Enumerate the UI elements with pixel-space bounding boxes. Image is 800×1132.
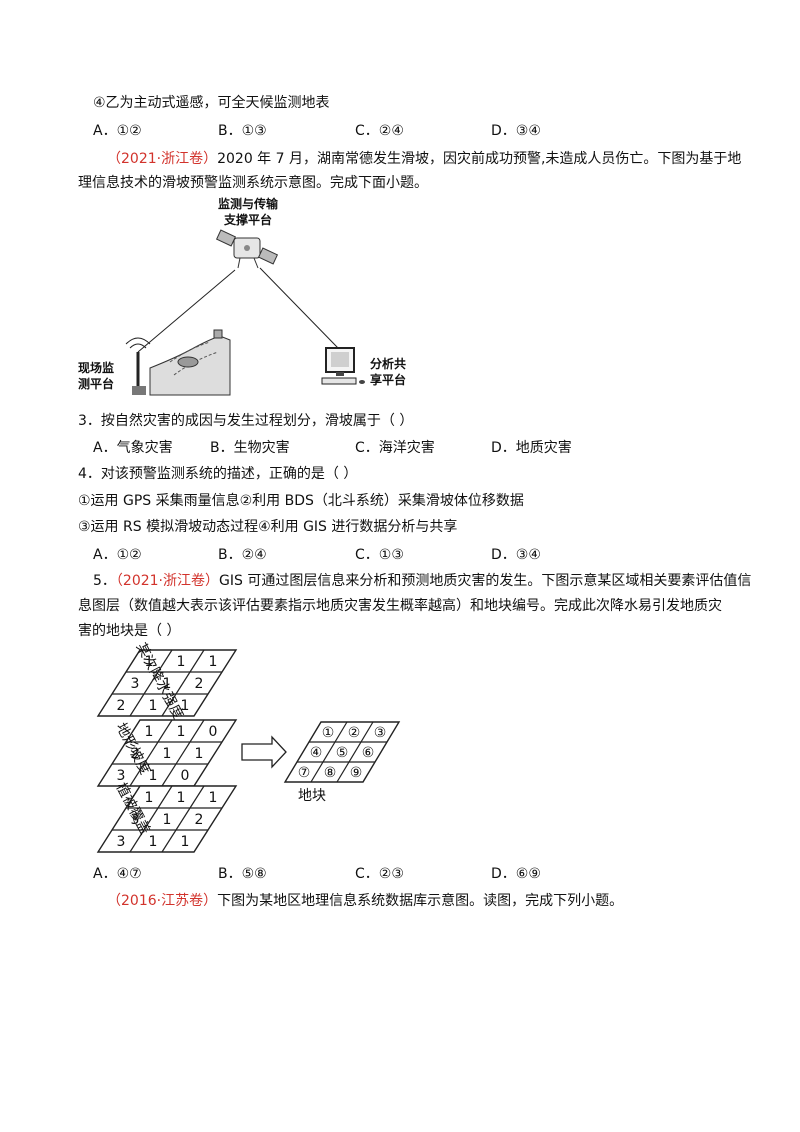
share-platform-label: 分析共 享平台 [370, 357, 407, 387]
parcel-grid-cell: ⑥ [362, 745, 375, 761]
q5-text-1: GIS 可通过图层信息来分析和预测地质灾害的发生。下图示意某区域相关要素评估值信 [219, 573, 752, 589]
parcel-grid-cell: ③ [374, 725, 387, 741]
q4-options: A．①② B．②④ C．①③ D．③④ [93, 545, 693, 565]
q3-options: A．气象灾害 B．生物灾害 C．海洋灾害 D．地质灾害 [93, 438, 693, 458]
parcel-grid-cell: ⑧ [324, 765, 337, 781]
figure-landslide-monitoring: 监测与传输 支撑平台 现场监 测平台 分析共 享平台 [70, 190, 430, 400]
layer-slope-col-line [129, 719, 173, 787]
layer-rainfall-cell: 2 [117, 698, 126, 714]
layer-slope-cell: 1 [177, 724, 186, 740]
q5-stem-line3: 害的地块是（ ） [78, 623, 181, 639]
layer-slope-col-line [161, 719, 205, 787]
q4-option-d[interactable]: D．③④ [491, 547, 541, 563]
satellite-icon [215, 229, 279, 269]
layer-vegetation-cell: 1 [181, 834, 190, 850]
layer-vegetation-cell: 1 [209, 790, 218, 806]
q3-option-b[interactable]: B．生物灾害 [210, 440, 290, 456]
q4-option-b[interactable]: B．②④ [218, 547, 267, 563]
q2-options: A．①② B．①③ C．②④ D．③④ [93, 121, 693, 141]
q4-statements-1: ①运用 GPS 采集雨量信息②利用 BDS（北斗系统）采集滑坡体位移数据 [78, 493, 524, 509]
q5-option-c[interactable]: C．②③ [355, 866, 404, 882]
intro-text-1: 2020 年 7 月，湖南常德发生滑坡，因灾前成功预警,未造成人员伤亡。下图为基… [217, 151, 742, 167]
q3-option-d[interactable]: D．地质灾害 [491, 440, 572, 456]
q5-option-b[interactable]: B．⑤⑧ [218, 866, 267, 882]
site-monitoring-label: 现场监 测平台 [78, 361, 115, 391]
parcel-grid-cell: ⑤ [336, 745, 349, 761]
layer-slope-cell: 0 [181, 768, 190, 784]
parcel-grid-cell: ② [348, 725, 361, 741]
q2-option-c[interactable]: C．②④ [355, 123, 404, 139]
layer-rainfall-cell: 1 [181, 698, 190, 714]
layer-slope-cell: 1 [149, 768, 158, 784]
q5-option-d[interactable]: D．⑥⑨ [491, 866, 541, 882]
intro-paragraph-line1: （2021·浙江卷）2020 年 7 月，湖南常德发生滑坡，因灾前成功预警,未造… [107, 149, 741, 169]
layer-rainfall-cell: 2 [195, 676, 204, 692]
landslide-slope-icon [149, 329, 231, 396]
computer-icon [321, 347, 365, 385]
q5-options: A．④⑦ B．⑤⑧ C．②③ D．⑥⑨ [93, 864, 693, 884]
layer-vegetation-col-line [129, 785, 173, 853]
q3-stem: 3．按自然灾害的成因与发生过程划分，滑坡属于（ ） [78, 413, 414, 429]
q6-text: 下图为某地区地理信息系统数据库示意图。读图，完成下列小题。 [217, 893, 624, 909]
q4-option-c[interactable]: C．①③ [355, 547, 404, 563]
q5-source: （2021·浙江卷） [115, 573, 220, 589]
layer-rainfall-cell: 1 [177, 654, 186, 670]
layer-vegetation-cell: 3 [117, 834, 126, 850]
q3-option-c[interactable]: C．海洋灾害 [355, 440, 435, 456]
parcel-grid-col-line [310, 721, 348, 783]
q5-stem-line2: 息图层（数值越大表示该评估要素指示地质灾害发生概率越高）和地块编号。完成此次降水… [78, 598, 722, 614]
q3-option-a[interactable]: A．气象灾害 [93, 440, 173, 456]
layer-slope-cell: 1 [163, 746, 172, 762]
layer-rainfall-cell: 3 [131, 676, 140, 692]
layer-slope-cell: 1 [145, 724, 154, 740]
parcel-label: 地块 [298, 788, 326, 804]
parcel-grid-cell: ⑨ [350, 765, 363, 781]
parcel-grid-col-line [336, 721, 374, 783]
layer-vegetation-cell: 1 [177, 790, 186, 806]
layer-vegetation-cell: 2 [195, 812, 204, 828]
q4-statements-2: ③运用 RS 模拟滑坡动态过程④利用 GIS 进行数据分析与共享 [78, 519, 458, 535]
q2-option-d[interactable]: D．③④ [491, 123, 541, 139]
layer-vegetation-cell: 3 [131, 812, 140, 828]
layer-slope-cell: 0 [209, 724, 218, 740]
parcel-grid-cell: ④ [310, 745, 323, 761]
q4-stem: 4．对该预警监测系统的描述，正确的是（ ） [78, 466, 358, 482]
q4-option-a[interactable]: A．①② [93, 547, 142, 563]
layer-rainfall-cell: 1 [145, 654, 154, 670]
q5-stem-line1: 5．（2021·浙江卷）GIS 可通过图层信息来分析和预测地质灾害的发生。下图示… [93, 571, 751, 591]
layer-slope-cell: 3 [117, 768, 126, 784]
q6-intro: （2016·江苏卷）下图为某地区地理信息系统数据库示意图。读图，完成下列小题。 [107, 891, 623, 911]
layer-rainfall-cell: 1 [163, 676, 172, 692]
q5-number: 5． [93, 573, 116, 589]
satellite-platform-label: 监测与传输 支撑平台 [218, 197, 279, 227]
layer-slope-cell: 1 [195, 746, 204, 762]
layer-vegetation-cell: 1 [145, 790, 154, 806]
q2-option-b[interactable]: B．①③ [218, 123, 267, 139]
q2-option-a[interactable]: A．①② [93, 123, 142, 139]
layer-rainfall-cell: 1 [209, 654, 218, 670]
layer-slope-cell: 2 [131, 746, 140, 762]
antenna-tower-icon [125, 337, 151, 395]
parcel-grid-cell: ① [322, 725, 335, 741]
intro-paragraph-line2: 理信息技术的滑坡预警监测系统示意图。完成下面小题。 [78, 175, 428, 191]
parcel-grid-cell: ⑦ [298, 765, 311, 781]
q5-option-a[interactable]: A．④⑦ [93, 866, 142, 882]
layer-vegetation-col-line [161, 785, 205, 853]
layer-vegetation-cell: 1 [163, 812, 172, 828]
intro-source: （2021·浙江卷） [107, 151, 218, 167]
layer-vegetation-cell: 1 [149, 834, 158, 850]
q2-statement-4: ④乙为主动式遥感，可全天候监测地表 [93, 95, 330, 111]
layer-rainfall-col-line [129, 649, 173, 717]
layer-rainfall-col-line [161, 649, 205, 717]
arrow-right-icon [241, 735, 287, 769]
monitoring-diagram [125, 229, 365, 396]
q6-source: （2016·江苏卷） [107, 893, 218, 909]
layer-rainfall-cell: 1 [149, 698, 158, 714]
